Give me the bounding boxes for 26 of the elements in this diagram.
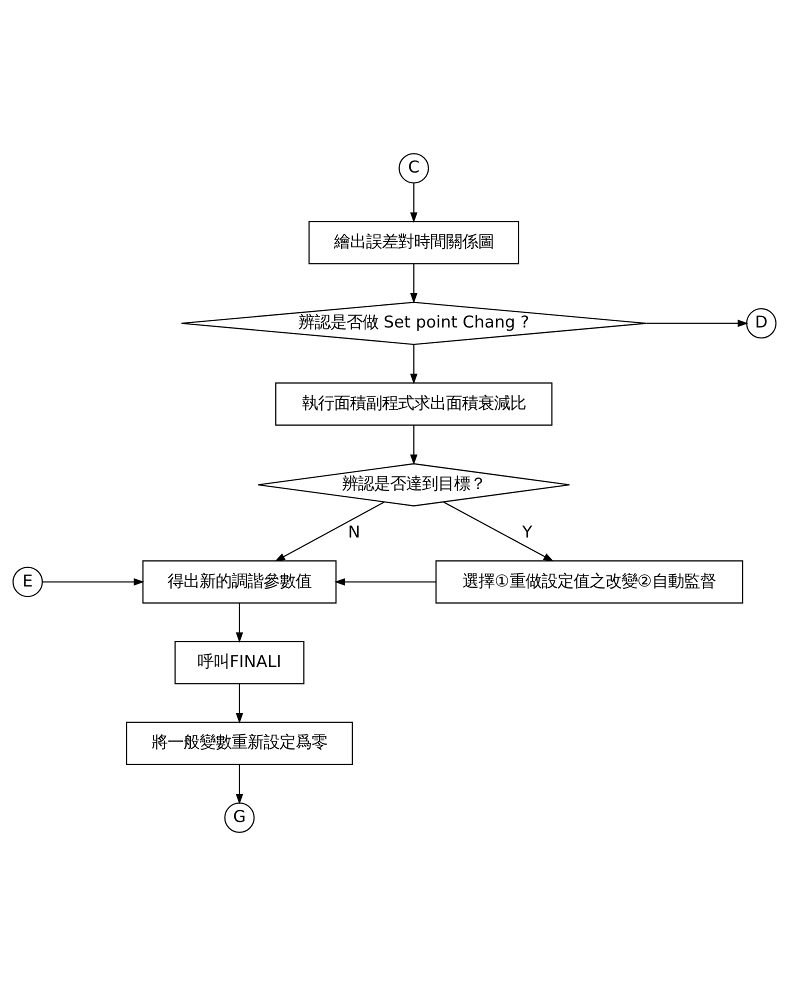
edge-label: Y: [522, 522, 532, 542]
node-diamond: 辨認是否做 Set point Chang ?: [180, 301, 647, 344]
arrow: [443, 501, 554, 562]
arrow: [410, 182, 418, 222]
node-circle: G: [224, 802, 255, 832]
node-box: 執行面積副程式求出面積衰減比: [275, 382, 552, 426]
arrow: [646, 319, 748, 327]
node-box: 將一般變數重新設定爲零: [126, 721, 353, 765]
node-box: 得出新的調諧參數值: [142, 560, 337, 604]
arrow: [236, 764, 244, 804]
arrow: [410, 424, 418, 465]
arrow: [42, 578, 144, 586]
node-circle: E: [12, 566, 43, 597]
arrow: [410, 344, 418, 384]
node-circle: C: [398, 152, 430, 184]
node-diamond: 辨認是否達到目標？: [258, 462, 570, 506]
node-box: 呼叫FINALI: [174, 640, 304, 684]
node-circle: D: [746, 308, 777, 338]
arrow: [410, 263, 418, 304]
edge-label: N: [348, 522, 360, 542]
arrow: [236, 602, 244, 642]
arrow: [274, 501, 384, 562]
arrow: [236, 684, 244, 724]
node-box: 選擇①重做設定值之改變②自動監督: [435, 560, 744, 604]
node-box: 繪出誤差對時間關係圖: [308, 220, 520, 264]
arrow: [334, 578, 436, 586]
